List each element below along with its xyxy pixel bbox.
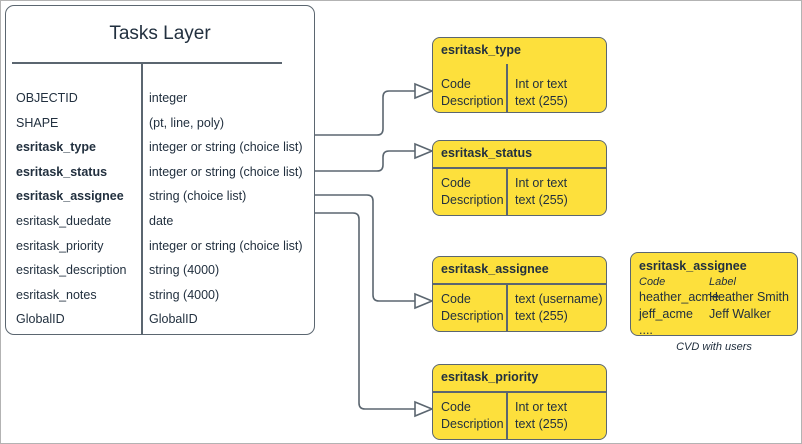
field-name: esritask_priority — [16, 238, 104, 253]
field-type: string (4000) — [149, 263, 220, 278]
domain-labels: Code Description — [441, 77, 504, 108]
field-name: OBJECTID — [16, 91, 78, 105]
table-row: esritask_duedate date — [6, 209, 314, 234]
field-type: integer or string (choice list) — [149, 164, 303, 179]
table-row: esritask_priority integer or string (cho… — [6, 234, 314, 259]
entity-tasks-layer: Tasks Layer OBJECTID integer SHAPE (pt, … — [5, 5, 315, 335]
domain-title-divider — [433, 167, 606, 169]
table-row: GlobalID GlobalID — [6, 307, 314, 332]
connector-assignee — [315, 194, 415, 302]
field-type: integer or string (choice list) — [149, 140, 303, 155]
connector-status — [315, 150, 415, 172]
domain-values: Int or text text (255) — [515, 176, 568, 207]
table-row: esritask_status integer or string (choic… — [6, 160, 314, 185]
field-name: SHAPE — [16, 115, 59, 130]
cvd-box-assignee-users: esritask_assignee Code Label heather_acm… — [630, 252, 798, 337]
field-name: esritask_assignee — [16, 189, 124, 204]
cvd-labels: Heather Smith Jeff Walker — [709, 290, 789, 321]
domain-box-esritask-type: esritask_type Code Description Int or te… — [432, 37, 607, 113]
domain-box-esritask-priority: esritask_priority Code Description Int o… — [432, 364, 607, 440]
connector-priority — [315, 212, 415, 410]
field-type: GlobalID — [149, 312, 198, 327]
domain-values: Int or text text (255) — [515, 77, 568, 108]
field-name: esritask_type — [16, 140, 96, 155]
arrowhead-type — [414, 82, 435, 100]
domain-box-title: esritask_assignee — [441, 262, 549, 276]
field-type: (pt, line, poly) — [149, 115, 225, 130]
table-row: esritask_assignee string (choice list) — [6, 184, 314, 209]
domain-labels: Code Description — [441, 400, 504, 431]
domain-column-divider — [506, 283, 508, 331]
field-type: string (choice list) — [149, 189, 247, 204]
connector-type — [315, 90, 415, 136]
domain-box-esritask-assignee: esritask_assignee Code Description text … — [432, 256, 607, 332]
arrowhead-priority — [414, 400, 435, 418]
domain-box-title: esritask_type — [441, 43, 521, 57]
domain-title-divider — [433, 391, 606, 393]
field-type: integer or string (choice list) — [149, 238, 303, 253]
domain-values: text (username) text (255) — [515, 292, 603, 323]
cvd-codes: heather_acme jeff_acme .... — [639, 290, 719, 337]
field-type: date — [149, 213, 174, 228]
domain-box-esritask-status: esritask_status Code Description Int or … — [432, 140, 607, 216]
entity-title: Tasks Layer — [109, 23, 211, 44]
table-row: esritask_notes string (4000) — [6, 283, 314, 308]
domain-title-divider — [433, 283, 606, 285]
arrowhead-assignee — [414, 292, 435, 310]
table-row: OBJECTID integer — [6, 86, 314, 111]
domain-labels: Code Description — [441, 292, 504, 323]
arrowhead-status — [414, 142, 435, 160]
table-row: esritask_description string (4000) — [6, 258, 314, 283]
cvd-header-label: Label — [709, 276, 736, 288]
domain-box-title: esritask_priority — [441, 370, 539, 384]
domain-values: Int or text text (255) — [515, 400, 568, 431]
field-type: integer — [149, 91, 188, 105]
table-row: SHAPE (pt, line, poly) — [6, 111, 314, 136]
domain-column-divider — [506, 167, 508, 215]
field-type: string (4000) — [149, 287, 220, 302]
cvd-caption: CVD with users — [676, 341, 752, 353]
entity-title-divider — [12, 62, 282, 64]
domain-column-divider — [506, 391, 508, 439]
domain-column-divider — [506, 64, 508, 112]
field-name: esritask_description — [16, 263, 127, 278]
field-name: esritask_notes — [16, 287, 97, 302]
entity-column-divider — [141, 64, 143, 334]
field-name: esritask_status — [16, 164, 108, 179]
domain-labels: Code Description — [441, 176, 504, 207]
field-name: GlobalID — [16, 312, 65, 327]
table-row: esritask_type integer or string (choice … — [6, 135, 314, 160]
cvd-header-code: Code — [639, 276, 666, 288]
field-name: esritask_duedate — [16, 213, 112, 228]
entity-field-list: OBJECTID integer SHAPE (pt, line, poly) … — [6, 86, 314, 332]
cvd-title: esritask_assignee — [639, 259, 747, 273]
domain-box-title: esritask_status — [441, 146, 533, 160]
